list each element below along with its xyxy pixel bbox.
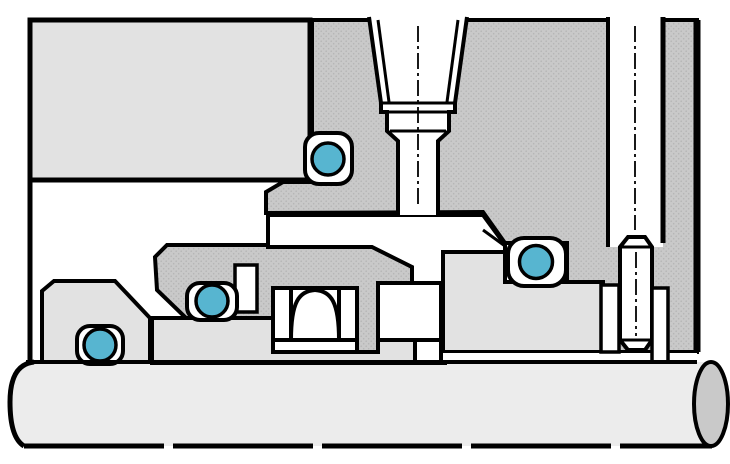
seal-nose-foot bbox=[413, 338, 443, 364]
bellows-right-arc bbox=[314, 288, 341, 341]
o-ring-rotary bbox=[194, 283, 230, 319]
flush-port bbox=[367, 16, 469, 215]
o-ring-gland bbox=[310, 141, 346, 177]
o-ring-sleeve-group bbox=[75, 324, 125, 366]
elastomer-bellows bbox=[271, 286, 359, 354]
spacer-strip-right bbox=[650, 286, 670, 364]
channel-bore bbox=[608, 17, 663, 247]
holder-chamfer-line bbox=[482, 228, 506, 248]
o-ring-gland-group bbox=[303, 131, 354, 186]
shaft-body bbox=[10, 362, 712, 446]
gland-bolt-channel bbox=[606, 17, 666, 247]
stuffing-box-housing bbox=[27, 17, 313, 183]
bellows-left-arc bbox=[289, 288, 316, 341]
seal-nose-block bbox=[376, 281, 443, 342]
under-block-gap bbox=[443, 353, 697, 362]
o-ring-stationary-group bbox=[506, 236, 568, 288]
flush-port-inner-right bbox=[445, 19, 460, 103]
shaft-end-face bbox=[692, 360, 730, 448]
o-ring-rotary-group bbox=[185, 281, 239, 322]
flush-port-inner-left bbox=[376, 19, 391, 103]
o-ring-sleeve bbox=[82, 327, 118, 363]
o-ring-stationary bbox=[517, 243, 555, 281]
bellows-box bbox=[271, 286, 359, 354]
spring-pin-group bbox=[618, 235, 654, 352]
spacer-strip-left bbox=[599, 283, 621, 354]
shaft-left-end-outline bbox=[7, 359, 35, 449]
